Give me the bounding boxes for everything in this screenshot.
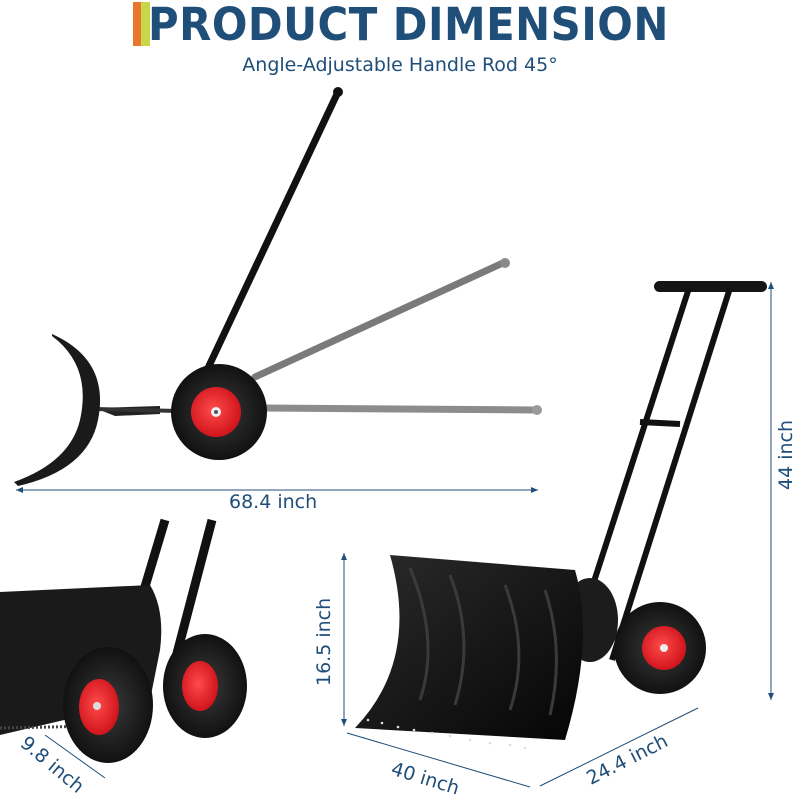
dimension-line-blade-height — [341, 553, 347, 726]
dimension-line-wheel — [44, 734, 106, 779]
page-title: PRODUCT DIMENSION — [148, 0, 669, 51]
dimension-line-height — [768, 282, 774, 700]
accent-bar-orange — [133, 2, 141, 46]
perspective-view-illustration — [355, 281, 767, 750]
label-overall-length: 68.4 inch — [229, 491, 318, 513]
page-subtitle: Angle-Adjustable Handle Rod 45° — [242, 54, 558, 76]
label-blade-height: 16.5 inch — [313, 597, 335, 686]
wheel-closeup-illustration — [0, 518, 247, 763]
dimension-line-depth — [539, 707, 699, 787]
accent-bar-lime — [141, 2, 150, 46]
dimension-line-length — [16, 487, 538, 493]
dimension-line-blade-width — [346, 732, 531, 788]
side-view-illustration — [14, 87, 542, 486]
label-height: 44 inch — [775, 419, 797, 490]
